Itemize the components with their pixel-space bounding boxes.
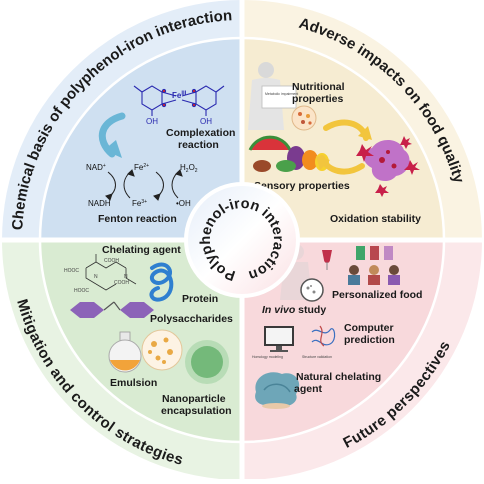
edta-n-2: N xyxy=(124,274,128,280)
person-holding-document-icon xyxy=(248,62,297,130)
nadh-label: NADH xyxy=(88,199,111,208)
natural-chelating-shell-icon xyxy=(255,372,300,409)
fe3-label: FeIII xyxy=(172,91,187,100)
polysaccharide-chain-icon xyxy=(70,301,154,318)
fe2-label: Fe2+ xyxy=(134,163,149,172)
nanoparticle-icon xyxy=(185,340,229,384)
emulsion-droplets-icon xyxy=(141,329,183,371)
homology-modeling-text: Homology modeling xyxy=(252,355,283,359)
oh-left-label: OH xyxy=(146,117,158,126)
edta-cooh-2: COOH xyxy=(114,280,129,286)
edta-hooc-1: HOOC xyxy=(64,268,79,274)
chelating-agent-label: Chelating agent xyxy=(102,244,181,256)
in-vivo-label: In vivo study xyxy=(262,304,326,316)
edta-hooc-2: HOOC xyxy=(74,288,89,294)
sensory-label: Sensory properties xyxy=(254,180,350,192)
complexation-arrowhead-icon xyxy=(104,140,122,158)
center-circle xyxy=(188,186,296,294)
fenton-label: Fenton reaction xyxy=(98,213,177,225)
protein-ribbon-icon xyxy=(149,262,174,302)
oh-radical-label: •OH xyxy=(176,199,191,208)
quadrant-bottom-left-inner xyxy=(40,240,242,442)
nad-plus-label: NAD+ xyxy=(86,163,106,172)
document-text: Metabolic impairment xyxy=(265,92,298,96)
nutrient-plate-icon xyxy=(291,105,317,131)
oxidation-label: Oxidation stability xyxy=(330,213,421,225)
oh-right-label: OH xyxy=(200,117,212,126)
edta-cooh-1: COOH xyxy=(104,258,119,264)
cycle-arrowhead-bottom-icon xyxy=(316,156,330,170)
personalized-drinks-icon xyxy=(348,246,400,285)
microscope-lens-icon xyxy=(300,278,324,302)
protein-label: Protein xyxy=(182,293,218,305)
emulsion-label: Emulsion xyxy=(110,377,157,389)
polysaccharides-label: Polysaccharides xyxy=(150,313,233,325)
cycle-arrowhead-top-icon xyxy=(358,126,372,140)
polyphenol-iron-complex-structure xyxy=(133,85,225,116)
edta-n-1: N xyxy=(94,274,98,280)
structure-validation-text: Structure validation xyxy=(302,355,332,359)
protein-structure-icon xyxy=(311,325,336,347)
quadrant-top-left-inner xyxy=(40,38,242,240)
computer-monitor-icon xyxy=(264,326,294,352)
oxidation-blob-icon xyxy=(356,136,420,197)
fenton-cycle-diagram xyxy=(105,169,183,201)
wine-glass-icon xyxy=(322,250,332,270)
edta-structure xyxy=(85,254,137,291)
personalized-label: Personalized food xyxy=(332,289,422,301)
fe3-cycle-label: Fe3+ xyxy=(132,199,147,208)
flask-emulsion-icon xyxy=(108,331,142,373)
h2o2-label: H2O2 xyxy=(180,163,198,174)
